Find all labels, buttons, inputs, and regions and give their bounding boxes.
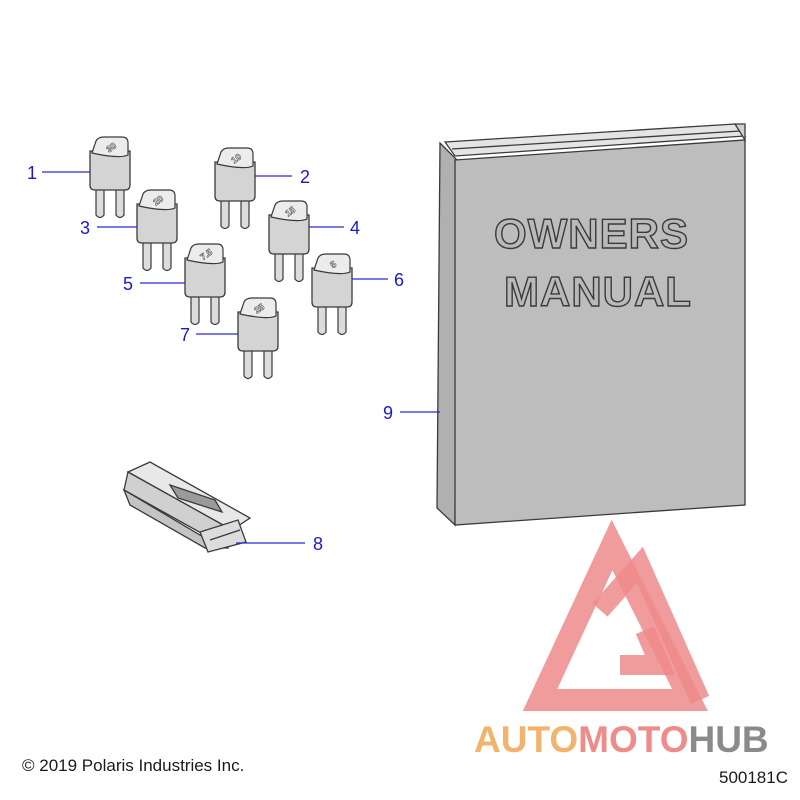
callout-5: 5 <box>123 274 133 294</box>
manual-cover <box>454 139 746 526</box>
owners-manual: OWNERS MANUAL <box>436 123 747 527</box>
watermark-triangle <box>522 519 708 711</box>
manual-spine <box>436 141 458 527</box>
manual-title-line1: OWNERS <box>494 210 689 257</box>
callout-2: 2 <box>300 167 310 187</box>
fuse-6: 5 <box>311 253 353 336</box>
watermark-text-hub: HUB <box>688 719 768 760</box>
callout-6: 6 <box>394 270 404 290</box>
callout-8: 8 <box>313 534 323 554</box>
fuse-7: 25 <box>237 297 279 380</box>
callout-9: 9 <box>383 403 393 423</box>
callout-4: 4 <box>350 218 360 238</box>
watermark-text-moto: MOTO <box>578 719 688 760</box>
callout-7: 7 <box>180 325 190 345</box>
fuse-2: 10 <box>214 147 256 230</box>
fuse-4: 15 <box>268 200 310 283</box>
fuse-rating-label: 5 <box>328 259 338 270</box>
fuse-5: 7.5 <box>184 243 226 326</box>
watermark-text-auto: AUTO <box>474 719 578 760</box>
fuse-3: 20 <box>136 189 178 272</box>
callout-1: 1 <box>27 163 37 183</box>
watermark-logo: AUTOMOTOHUB <box>474 519 769 760</box>
fuse-1: 30 <box>89 136 131 219</box>
callout-3: 3 <box>80 218 90 238</box>
manual-title-line2: MANUAL <box>504 268 692 315</box>
copyright-notice: © 2019 Polaris Industries Inc. <box>22 756 245 775</box>
fuse-puller <box>122 461 252 553</box>
watermark-m-stroke <box>592 546 710 705</box>
svg-text:AUTOMOTOHUB: AUTOMOTOHUB <box>474 719 769 760</box>
drawing-number: 500181C <box>718 768 788 787</box>
callouts: 1 2 3 4 5 6 7 8 9 <box>27 163 440 554</box>
